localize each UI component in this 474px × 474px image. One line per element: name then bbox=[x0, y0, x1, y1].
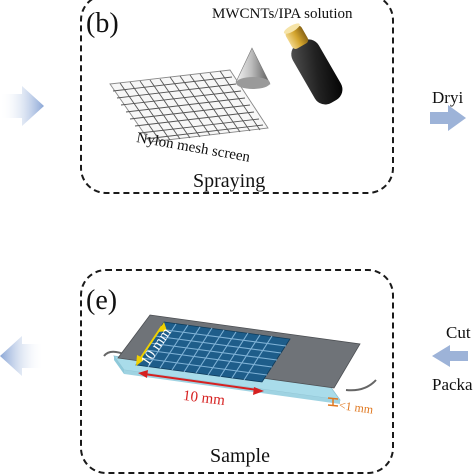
flow-arrow-drying bbox=[430, 105, 466, 131]
panel-e-frame bbox=[80, 269, 394, 474]
solution-label: MWCNTs/IPA solution bbox=[212, 6, 353, 22]
flow-arrow-bottom-left bbox=[0, 336, 44, 376]
flow-arrow-top-left bbox=[0, 86, 44, 126]
nylon-mesh-grid bbox=[109, 69, 269, 143]
panel-b-label: (b) bbox=[86, 8, 119, 39]
cutting-label: Cut bbox=[446, 323, 471, 342]
panel-b-caption: Spraying bbox=[193, 170, 266, 192]
dim-thickness bbox=[327, 397, 339, 407]
spray-bottle-icon bbox=[283, 23, 343, 105]
dim-arrow-vertical bbox=[136, 322, 167, 366]
dim-arrow-horizontal bbox=[138, 370, 264, 395]
panel-b-frame bbox=[80, 0, 394, 194]
panel-e-caption: Sample bbox=[210, 445, 270, 467]
panel-e-label: (e) bbox=[86, 285, 118, 316]
drying-label: Dryi bbox=[432, 88, 464, 107]
spray-cone bbox=[235, 47, 271, 89]
packaging-label: Packa bbox=[432, 375, 473, 394]
flow-arrow-cutting bbox=[432, 345, 468, 367]
right-wire bbox=[345, 379, 377, 392]
sensing-grid bbox=[135, 321, 291, 383]
